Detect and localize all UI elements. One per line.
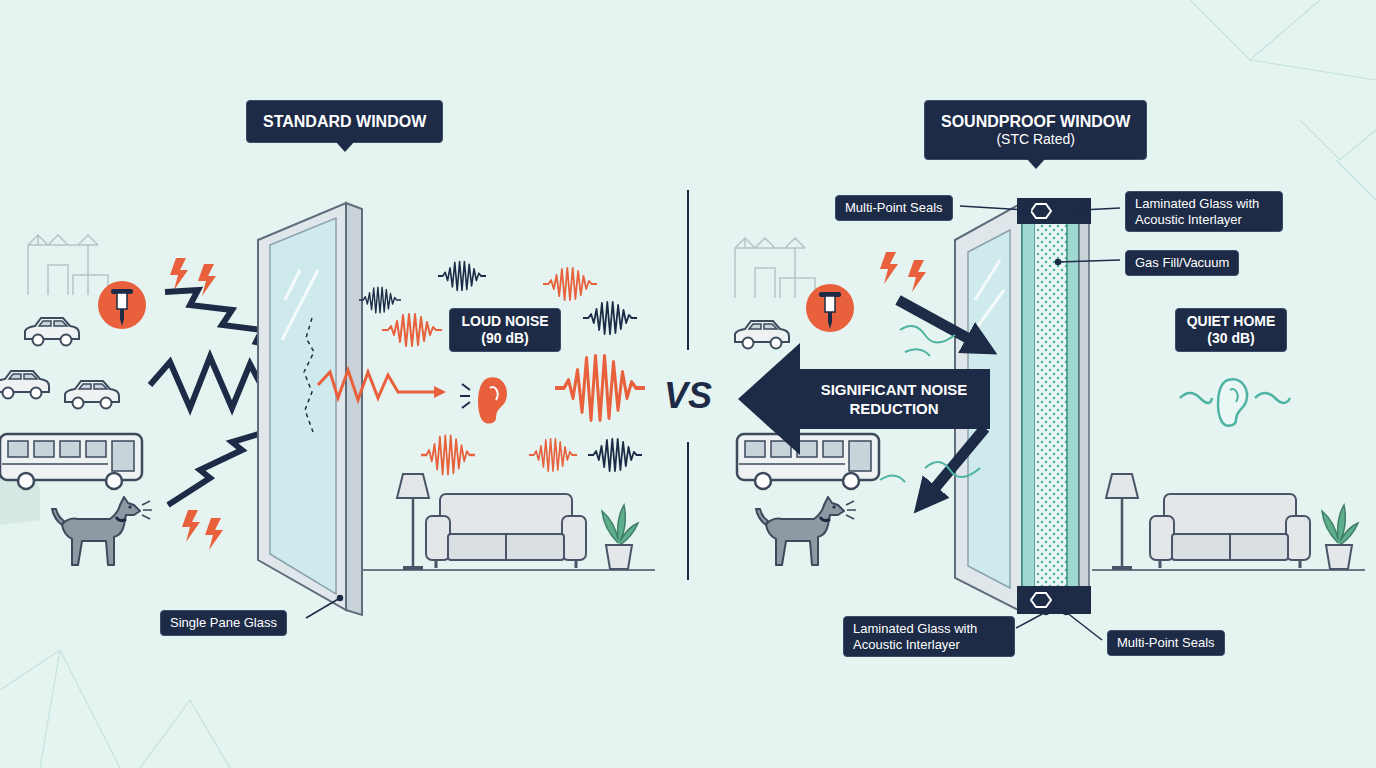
part-label: Multi-Point Seals [1107,630,1225,656]
sound-wave [382,314,442,346]
arrow-fill [738,343,990,455]
ear-icon [1218,379,1247,425]
part-label: Single Pane Glass [160,610,287,636]
arrow-shape [738,343,990,455]
label-text: SIGNIFICANT NOISE REDUCTION [812,380,976,419]
part-label: Laminated Glass with Acoustic Interlayer [843,616,1015,657]
sound-wave [588,439,642,471]
label-text: Laminated Glass with Acoustic Interlayer [1135,196,1273,227]
noise-level-label: LOUD NOISE (90 dB) [449,308,561,352]
ear-icon [478,377,507,423]
label-text: Multi-Point Seals [1117,635,1215,651]
label-text: QUIET HOME (30 dB) [1185,313,1277,347]
label-text: Multi-Point Seals [845,200,943,216]
window-title-callout: SOUNDPROOF WINDOW(STC Rated) [924,100,1147,160]
label-text: Single Pane Glass [170,615,277,631]
sound-wave [438,262,486,291]
quiet-waves [1180,393,1290,403]
label-text: Laminated Glass with Acoustic Interlayer [853,621,1005,652]
versus-label: VS [664,375,712,417]
sound-wave [555,356,645,420]
sound-wave [529,439,577,471]
room-left [362,474,655,570]
subtitle-text: (STC Rated) [941,131,1130,148]
window-title-callout: STANDARD WINDOW [246,100,443,143]
sound-wave [543,268,597,300]
label-text: SOUNDPROOF WINDOW [941,112,1130,131]
sound-wave [359,287,401,313]
part-label: Laminated Glass with Acoustic Interlayer [1125,191,1283,232]
label-text: STANDARD WINDOW [263,112,426,131]
noise-level-label: QUIET HOME (30 dB) [1175,308,1287,352]
leader-lines [306,206,1120,640]
label-text: Gas Fill/Vacuum [1135,255,1229,271]
room-right [1092,474,1365,570]
noise-reduction-arrow: SIGNIFICANT NOISE REDUCTION [738,343,990,455]
hearing-marks [460,384,470,408]
part-label: Gas Fill/Vacuum [1125,250,1239,276]
sound-wave [583,302,637,334]
sound-wave [421,436,475,474]
sound-waves [359,262,645,475]
label-text: LOUD NOISE (90 dB) [459,313,551,347]
part-label: Multi-Point Seals [835,195,953,221]
single-pane-window [258,203,362,615]
transmitted-noise [318,370,440,400]
